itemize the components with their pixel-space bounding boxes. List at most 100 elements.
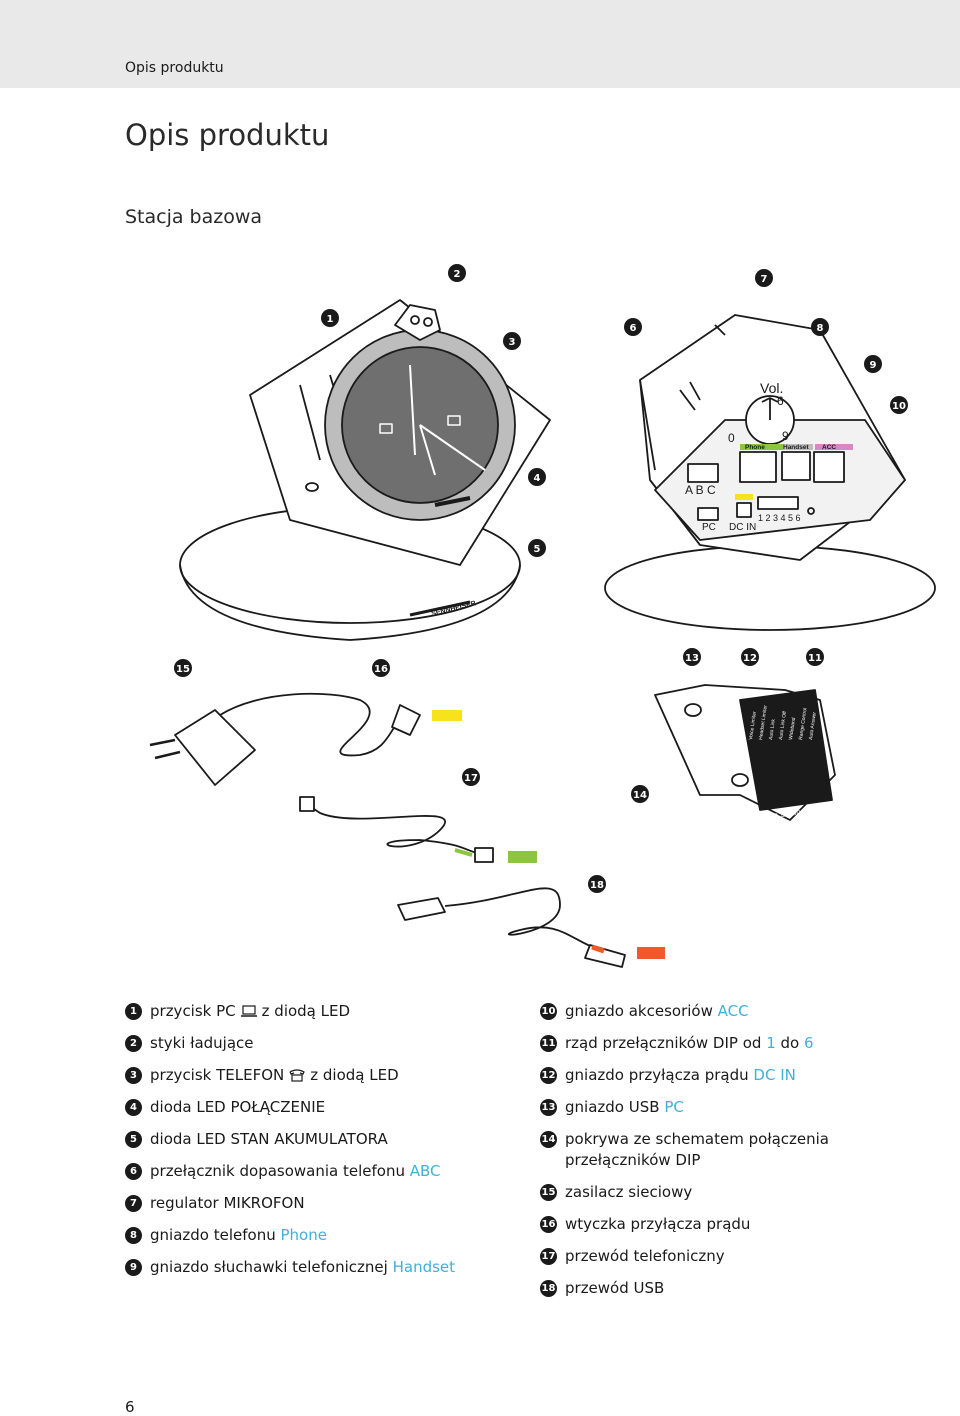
page-title: Opis produktu: [125, 118, 330, 152]
svg-text:12: 12: [743, 653, 757, 664]
legend-text: wtyczka przyłącza prądu: [565, 1215, 751, 1233]
svg-text:2: 2: [454, 269, 461, 280]
svg-text:1: 1: [327, 314, 334, 325]
svg-text:16: 16: [374, 664, 388, 675]
legend-text-post: z diodą LED: [261, 1002, 351, 1020]
legend-text-post: z diodą LED: [310, 1066, 399, 1084]
legend-number: 3: [125, 1067, 142, 1084]
usb-cable-body: [397, 897, 446, 921]
label-vol-max: 9: [782, 429, 789, 443]
phone-cable: [304, 802, 486, 856]
legend-text: przycisk PC: [150, 1002, 236, 1020]
legend-text: gniazdo telefonu: [150, 1226, 276, 1244]
legend-text: przewód telefoniczny: [565, 1247, 725, 1265]
callout-18: 18: [588, 875, 606, 893]
label-dip-numbers: 1 2 3 4 5 6: [758, 513, 801, 523]
power-adapter: [174, 709, 256, 786]
dc-plug: [391, 704, 421, 736]
callout-6: 6: [624, 318, 642, 336]
legend-number: 10: [540, 1003, 557, 1020]
label-port-handset: Handset: [783, 444, 809, 451]
legend-highlight: Phone: [280, 1226, 327, 1244]
label-vol-min: 0: [728, 431, 735, 445]
callout-17: 17: [462, 768, 480, 786]
page-number: 6: [125, 1398, 135, 1416]
legend-number: 7: [125, 1195, 142, 1212]
legend-item: 4 dioda LED POŁĄCZENIE: [125, 1092, 495, 1124]
legend-highlight: 6: [804, 1034, 814, 1052]
abc-switch: [687, 463, 719, 483]
base-station-illustration: Vol. 0 6 9 Phone Handset ACC A B C PC DC…: [149, 264, 936, 968]
callout-11: 11: [806, 648, 824, 666]
callout-8: 8: [811, 318, 829, 336]
dip-option: Wideband: [788, 717, 797, 740]
legend-text-mid: do: [780, 1034, 800, 1052]
callout-4: 4: [528, 468, 546, 486]
legend-number: 6: [125, 1163, 142, 1180]
phone-icon: [289, 1069, 306, 1082]
legend-text: gniazdo akcesoriów: [565, 1002, 713, 1020]
dip-legend-panel: [739, 689, 833, 811]
legend-number: 17: [540, 1248, 557, 1265]
legend-text: styki ładujące: [150, 1034, 254, 1052]
label-dc-in: DC IN: [729, 522, 756, 533]
callout-7: 7: [755, 269, 773, 287]
legend-number: 15: [540, 1184, 557, 1201]
port-acc: [813, 451, 845, 483]
label-pc: PC: [702, 522, 716, 533]
legend-number: 2: [125, 1035, 142, 1052]
legend-highlight: 1: [766, 1034, 776, 1052]
header-bar: [0, 0, 960, 88]
section-title: Stacja bazowa: [125, 206, 263, 228]
svg-text:4: 4: [534, 473, 541, 484]
legend-text: przycisk TELEFON: [150, 1066, 285, 1084]
dip-option: Auto Link Off: [778, 710, 788, 740]
callout-1: 1: [321, 309, 339, 327]
legend-text: przełącznik dopasowania telefonu: [150, 1162, 405, 1180]
svg-text:7: 7: [761, 274, 768, 285]
svg-text:5: 5: [534, 544, 541, 555]
label-volume: Vol.: [760, 380, 783, 396]
port-phone: [739, 451, 777, 483]
legend-number: 8: [125, 1227, 142, 1244]
label-vol-mid: 6: [777, 394, 784, 408]
legend-highlight: Handset: [392, 1258, 456, 1276]
legend-number: 16: [540, 1216, 557, 1233]
port-handset: [781, 451, 811, 481]
pc-icon: [240, 1005, 257, 1017]
legend-number: 9: [125, 1259, 142, 1276]
legend-item: 2 styki ładujące: [125, 1028, 495, 1060]
callout-16: 16: [372, 659, 390, 677]
label-abc: A B C: [685, 483, 716, 497]
svg-text:11: 11: [808, 653, 822, 664]
dip-option: Voice Limiter: [748, 711, 758, 741]
callout-3: 3: [503, 332, 521, 350]
legend-highlight: PC: [664, 1098, 684, 1116]
svg-text:8: 8: [817, 323, 824, 334]
legend-item: 17 przewód telefoniczny: [540, 1241, 870, 1273]
svg-text:18: 18: [590, 880, 604, 891]
legend-number: 5: [125, 1131, 142, 1148]
legend-number: 4: [125, 1099, 142, 1116]
legend-text: przewód USB: [565, 1279, 665, 1297]
legend-item: 16 wtyczka przyłącza prądu: [540, 1209, 870, 1241]
svg-text:9: 9: [870, 360, 877, 371]
running-header: Opis produktu: [125, 60, 224, 76]
legend-number: 11: [540, 1035, 557, 1052]
svg-text:14: 14: [633, 790, 647, 801]
legend-item: 3 przycisk TELEFON z diodą LED: [125, 1060, 495, 1092]
legend-text: gniazdo USB: [565, 1098, 660, 1116]
legend-text: gniazdo słuchawki telefonicznej: [150, 1258, 388, 1276]
legend-highlight: ACC: [717, 1002, 749, 1020]
right-pedestal: [604, 545, 936, 631]
svg-text:10: 10: [892, 401, 906, 412]
legend-text: dioda LED POŁĄCZENIE: [150, 1098, 326, 1116]
legend-text: regulator MIKROFON: [150, 1194, 305, 1212]
